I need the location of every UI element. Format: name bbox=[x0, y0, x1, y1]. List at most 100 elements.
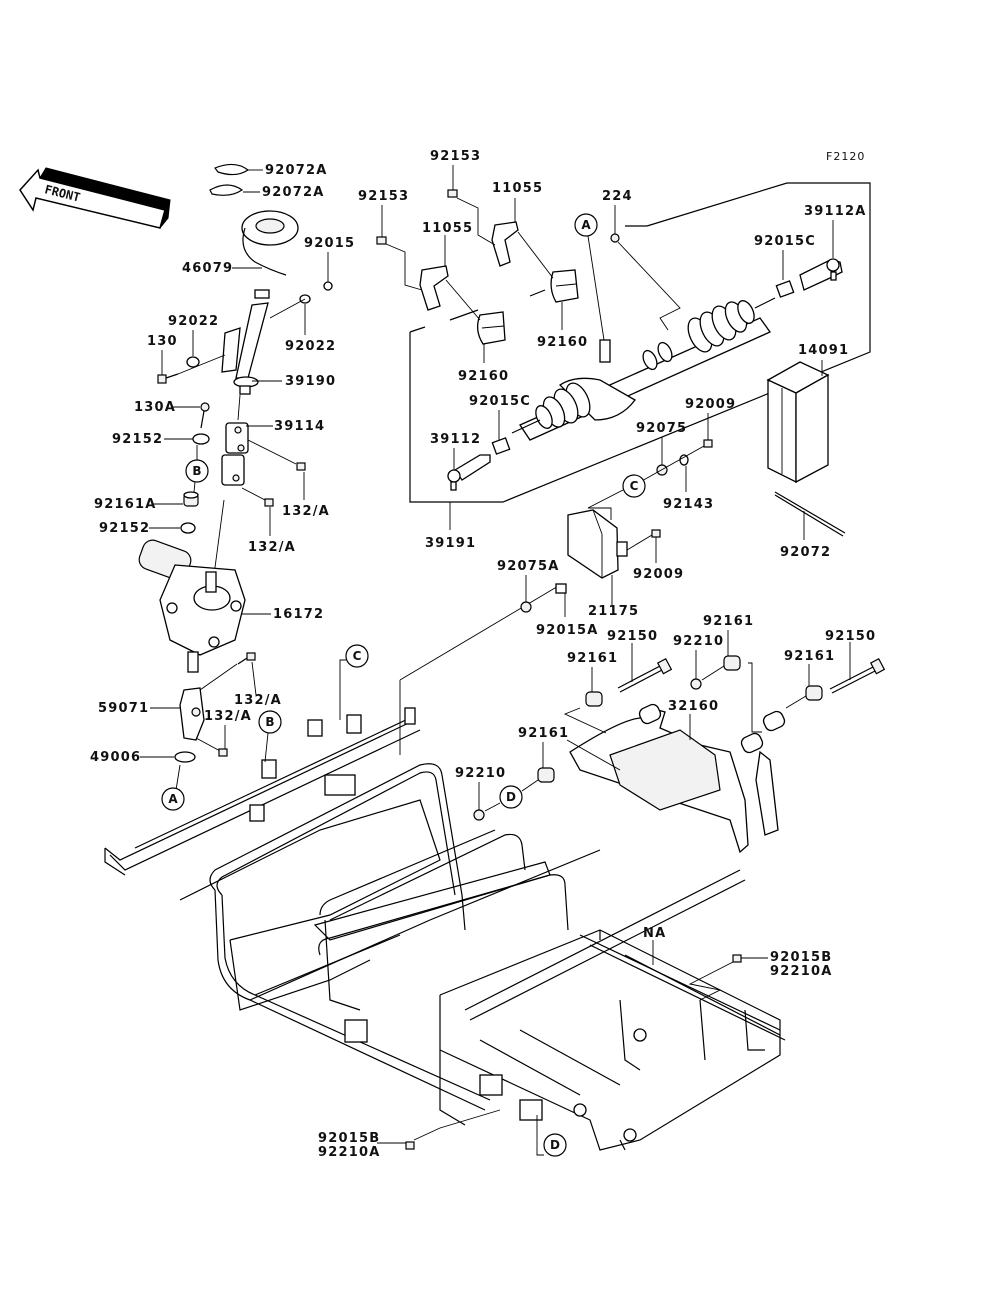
label-92152-bottom: 92152 bbox=[99, 521, 150, 536]
label-92161-bottom: 92161 bbox=[518, 726, 569, 741]
label-92015A: 92015A bbox=[536, 623, 599, 638]
connection-marker-b bbox=[185, 459, 209, 483]
label-92160-right: 92160 bbox=[537, 335, 588, 350]
label-11055-left: 11055 bbox=[422, 221, 473, 236]
label-130: 130 bbox=[147, 334, 178, 349]
a-arm-icon bbox=[569, 703, 786, 854]
label-92072A-2: 92072A bbox=[262, 185, 325, 200]
label-92153-left: 92153 bbox=[358, 189, 409, 204]
label-39191: 39191 bbox=[425, 536, 476, 551]
label-14091: 14091 bbox=[798, 343, 849, 358]
washer-icon bbox=[180, 522, 196, 534]
label-39112A: 39112A bbox=[804, 204, 867, 219]
marker-c-text: C bbox=[353, 649, 362, 663]
coupler-icon bbox=[179, 687, 205, 741]
steering-column-icon bbox=[221, 289, 270, 395]
bolt-icon bbox=[200, 402, 210, 429]
bolt-icon bbox=[157, 373, 179, 384]
bolt-icon bbox=[405, 1141, 415, 1150]
marker-d-text: D bbox=[550, 1138, 560, 1152]
label-92161-left: 92161 bbox=[567, 651, 618, 666]
label-92161-right: 92161 bbox=[784, 649, 835, 664]
connection-marker-b bbox=[258, 710, 282, 734]
label-92152-top: 92152 bbox=[112, 432, 163, 447]
label-92150-left: 92150 bbox=[607, 629, 658, 644]
connection-marker-a bbox=[574, 213, 598, 237]
label-92075A: 92075A bbox=[497, 559, 560, 574]
bolt-icon bbox=[237, 652, 256, 665]
steering-rack-icon bbox=[511, 297, 776, 441]
label-92153-top: 92153 bbox=[430, 149, 481, 164]
clamp-bracket-icon bbox=[419, 221, 519, 311]
washer-icon bbox=[174, 751, 196, 763]
assembly-outline bbox=[409, 182, 871, 503]
nut-icon bbox=[775, 280, 795, 298]
bolt-icon bbox=[296, 462, 306, 471]
label-92015B-bottom: 92015B bbox=[318, 1131, 380, 1146]
bolt-icon bbox=[651, 529, 661, 538]
label-92015: 92015 bbox=[304, 236, 355, 251]
label-39114: 39114 bbox=[274, 419, 325, 434]
universal-joint-icon bbox=[221, 422, 249, 486]
tie-rod-end-icon bbox=[799, 258, 843, 291]
marker-c-text: C bbox=[630, 479, 639, 493]
washer-icon bbox=[679, 454, 689, 466]
power-steering-unit-icon bbox=[138, 539, 246, 673]
label-92150-right: 92150 bbox=[825, 629, 876, 644]
label-92210-top: 92210 bbox=[673, 634, 724, 649]
bolt-icon bbox=[264, 498, 274, 507]
bolt-icon bbox=[376, 236, 387, 245]
label-130A: 130A bbox=[134, 400, 176, 415]
label-132A-4: 132/A bbox=[204, 709, 252, 724]
bolt-icon bbox=[732, 954, 742, 963]
clip-icon bbox=[209, 163, 250, 196]
label-132A-1: 132/A bbox=[282, 504, 330, 519]
label-92075: 92075 bbox=[636, 421, 687, 436]
label-92015B-right: 92015B bbox=[770, 950, 832, 965]
label-132A-2: 132/A bbox=[248, 540, 296, 555]
label-21175: 21175 bbox=[588, 604, 639, 619]
controller-box-icon bbox=[766, 361, 830, 484]
label-92143: 92143 bbox=[663, 497, 714, 512]
label-16172: 16172 bbox=[273, 607, 324, 622]
bolt-icon bbox=[610, 233, 620, 243]
marker-b-text: B bbox=[265, 715, 274, 729]
label-92009-bottom: 92009 bbox=[633, 567, 684, 582]
front-arrow-icon: FRONT bbox=[19, 167, 171, 229]
washer-icon bbox=[192, 433, 210, 445]
marker-d-text: D bbox=[506, 790, 516, 804]
rubber-bushing-icon bbox=[476, 269, 579, 345]
collar-icon bbox=[555, 583, 567, 594]
label-49006: 49006 bbox=[90, 750, 141, 765]
nut-icon bbox=[323, 281, 333, 291]
marker-a-text: A bbox=[581, 218, 591, 232]
bolt-icon bbox=[218, 748, 228, 757]
connection-marker-c bbox=[345, 644, 369, 668]
connection-marker-a bbox=[161, 787, 185, 811]
sensor-part-icon bbox=[241, 210, 299, 276]
label-92210-left: 92210 bbox=[455, 766, 506, 781]
marker-a-text: A bbox=[168, 792, 178, 806]
label-92160-left: 92160 bbox=[458, 369, 509, 384]
label-92022-left: 92022 bbox=[168, 314, 219, 329]
vehicle-frame-icon bbox=[104, 707, 786, 1151]
nut-icon bbox=[473, 809, 485, 821]
label-92015C-right: 92015C bbox=[754, 234, 816, 249]
label-92210A-right: 92210A bbox=[770, 964, 833, 979]
label-92072: 92072 bbox=[780, 545, 831, 560]
nut-icon bbox=[491, 437, 511, 455]
nut-icon bbox=[690, 678, 702, 690]
label-132A-3: 132/A bbox=[234, 693, 282, 708]
label-92022-right: 92022 bbox=[285, 339, 336, 354]
label-39112: 39112 bbox=[430, 432, 481, 447]
bolt-icon bbox=[703, 439, 713, 448]
label-92161A: 92161A bbox=[94, 497, 157, 512]
label-46079: 46079 bbox=[182, 261, 233, 276]
reference-code: F2120 bbox=[826, 150, 865, 163]
label-39190: 39190 bbox=[285, 374, 336, 389]
label-32160: 32160 bbox=[668, 699, 719, 714]
label-92161-top: 92161 bbox=[703, 614, 754, 629]
label-NA: NA bbox=[643, 926, 666, 941]
connection-marker-d bbox=[543, 1133, 567, 1157]
